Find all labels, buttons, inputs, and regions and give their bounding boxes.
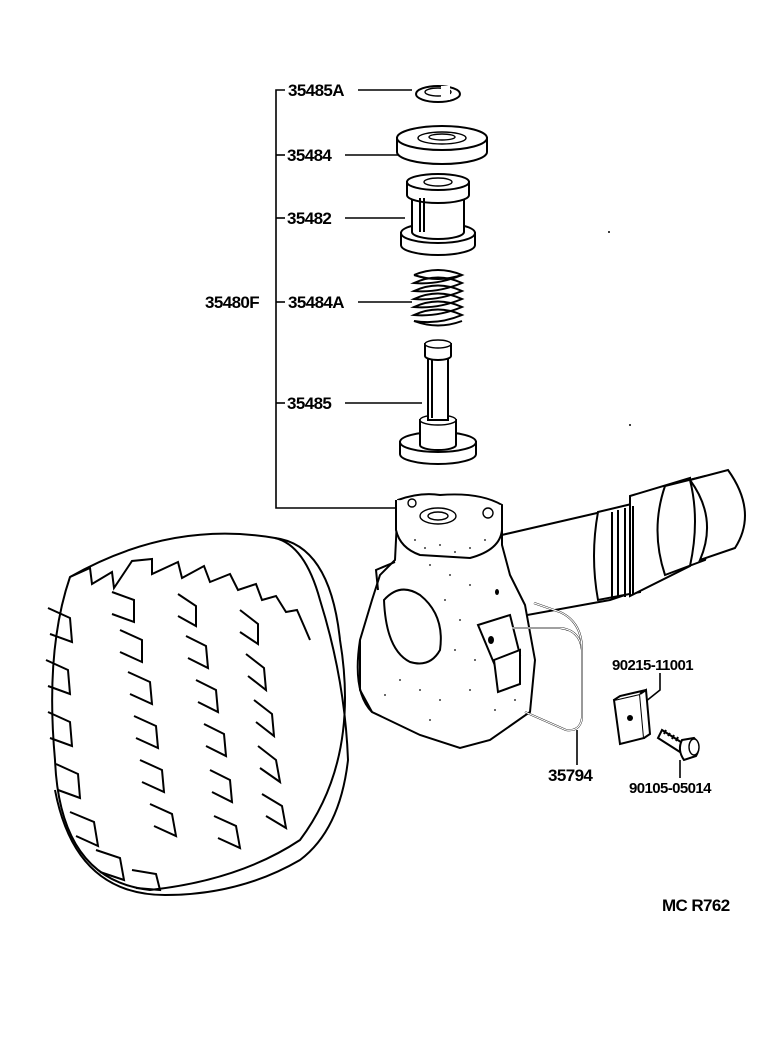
plate-part (612, 688, 652, 746)
wire-part (512, 602, 583, 732)
labels: 35485A 35484 35482 35480F 35484A 35485 3… (205, 81, 730, 915)
spring-part (410, 269, 465, 327)
piston-part (400, 173, 476, 256)
label-piston: 35482 (287, 209, 331, 228)
label-pin: 35485 (287, 394, 331, 413)
stray-dots (608, 231, 631, 426)
snap-ring-part (415, 85, 461, 103)
bolt-part (656, 728, 700, 762)
label-wire: 35794 (548, 766, 593, 785)
shaft-part (478, 468, 746, 622)
label-spring: 35484A (288, 293, 344, 312)
assembly-bracket-line (275, 89, 400, 509)
pin-part (399, 339, 477, 465)
valve-body-part (356, 493, 537, 750)
label-assembly: 35480F (205, 293, 259, 312)
label-snap-ring: 35485A (288, 81, 344, 100)
leader-lines (275, 89, 681, 778)
label-plate: 90215-11001 (612, 657, 693, 674)
drum-part (45, 532, 350, 897)
figure-code: MC R762 (662, 896, 730, 915)
retainer-part (396, 125, 488, 165)
label-bolt: 90105-05014 (629, 780, 712, 797)
label-retainer: 35484 (287, 146, 332, 165)
